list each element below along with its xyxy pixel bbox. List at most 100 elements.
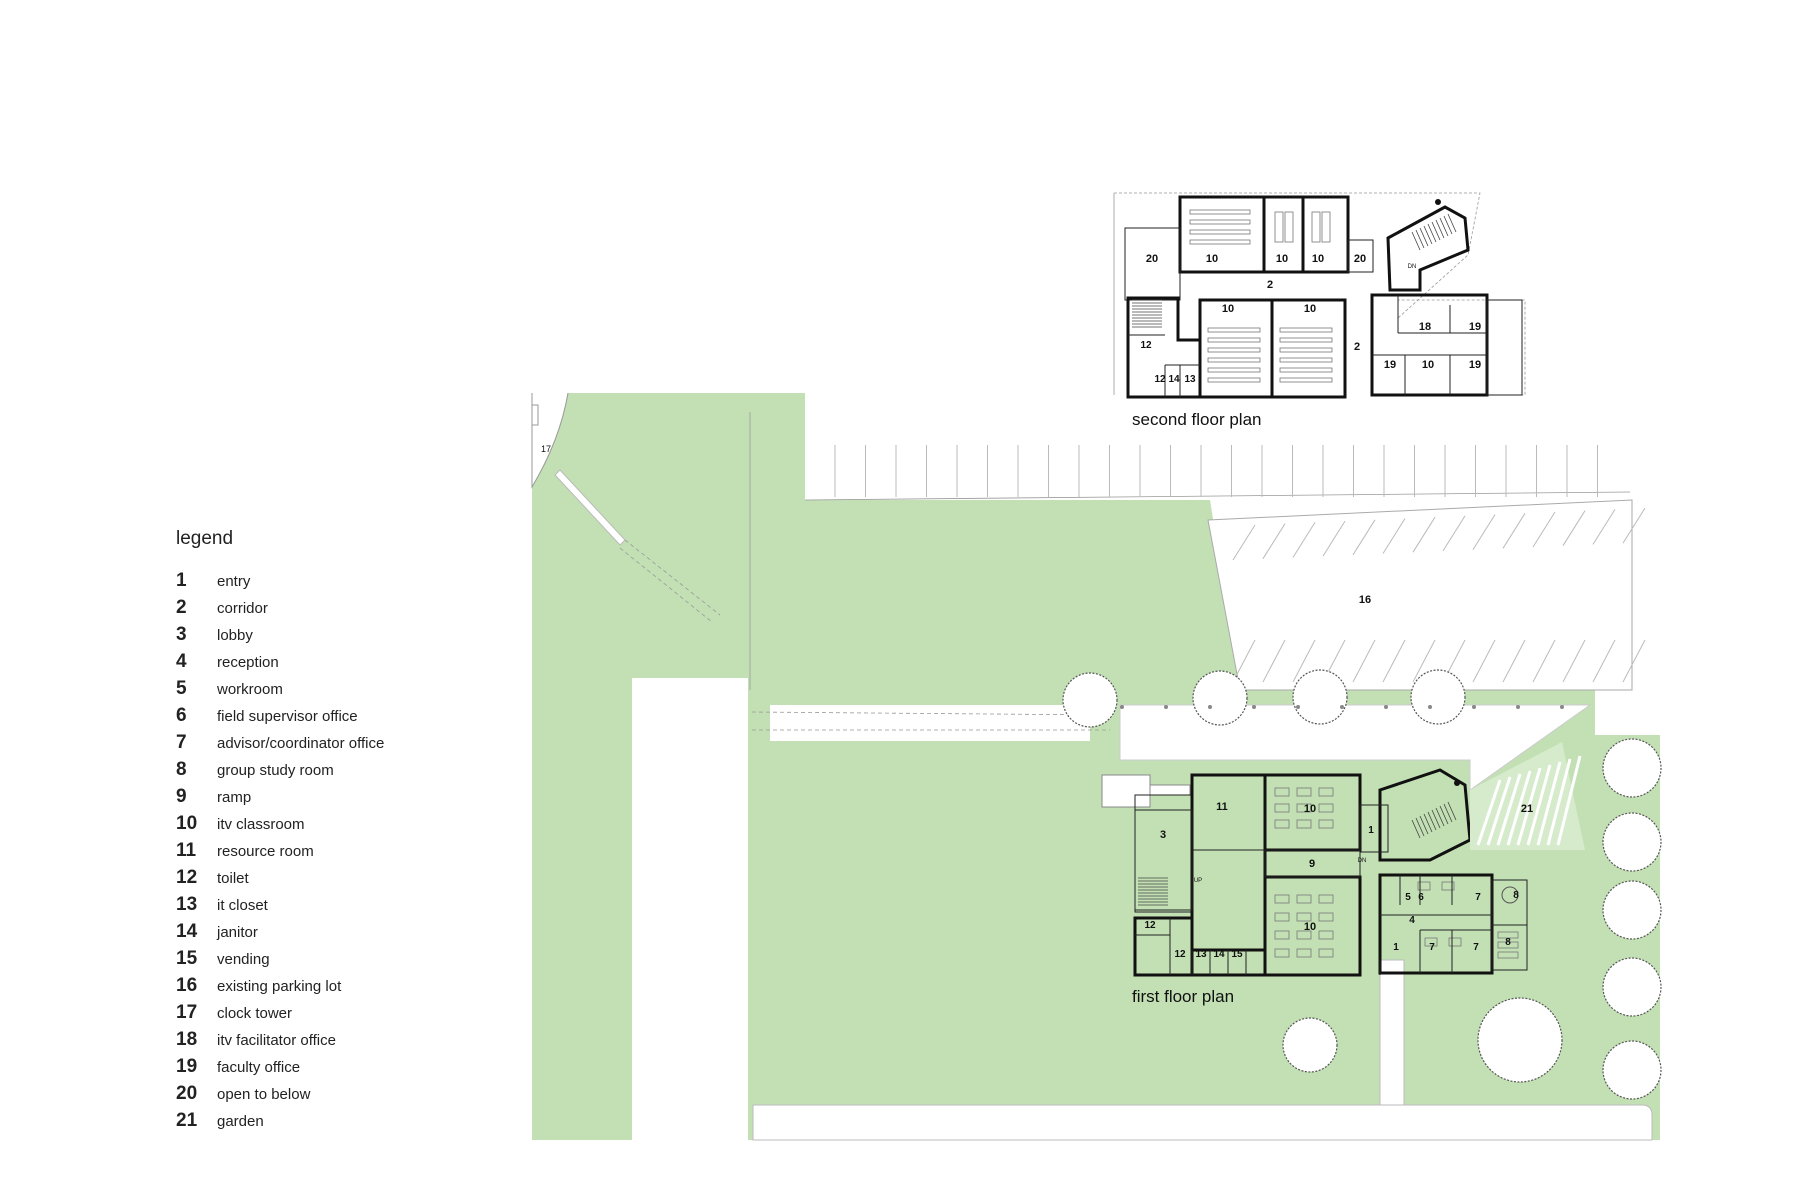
stair-tread xyxy=(1427,223,1437,243)
bollard-icon xyxy=(1472,705,1476,709)
desk xyxy=(1279,327,1333,333)
trees xyxy=(1062,669,1662,1100)
bollard-icon xyxy=(1516,705,1520,709)
legend-item-label: toilet xyxy=(217,870,249,887)
desk xyxy=(1207,347,1261,353)
legend-item-number: 1 xyxy=(176,570,187,591)
ff-room-12-a: 12 xyxy=(1144,920,1156,931)
desk xyxy=(1274,948,1290,958)
paving-east-west-path xyxy=(770,705,1090,741)
tree-icon xyxy=(1292,669,1348,725)
sf-room-12-a: 12 xyxy=(1140,340,1152,351)
legend-item-number: 5 xyxy=(176,678,187,699)
parking-stall-line xyxy=(1352,639,1376,683)
sf-corridor-2-b: 2 xyxy=(1354,341,1360,353)
stair-tread xyxy=(1443,215,1453,235)
ff-room-1-b: 1 xyxy=(1393,942,1399,953)
desk xyxy=(1284,211,1294,243)
desk xyxy=(1318,803,1334,813)
sf-room-10-f: 10 xyxy=(1422,359,1434,371)
legend-item-number: 10 xyxy=(176,813,198,834)
desk xyxy=(1207,357,1261,363)
ff-room-7-b: 7 xyxy=(1429,942,1435,953)
desk xyxy=(1296,948,1312,958)
legend-item-label: itv facilitator office xyxy=(217,1032,336,1049)
parking-stall-line xyxy=(1472,514,1496,550)
sf-room-10-d: 10 xyxy=(1222,303,1234,315)
legend-item-label: it closet xyxy=(217,897,268,914)
first-floor-caption: first floor plan xyxy=(1132,987,1234,1006)
desk xyxy=(1321,211,1331,243)
stair-tread xyxy=(1411,819,1421,839)
parking-stall-line xyxy=(1262,639,1286,683)
desk xyxy=(1497,941,1519,949)
garden-bed xyxy=(1526,764,1552,846)
parking-stall-line xyxy=(1262,523,1286,559)
desk xyxy=(1279,377,1333,383)
stair-tread xyxy=(1431,809,1441,829)
sf-room-12-b: 12 xyxy=(1154,374,1166,385)
ff-room-13: 13 xyxy=(1195,949,1207,960)
parking-stall-line xyxy=(1412,516,1436,553)
parking-stall-line xyxy=(1562,639,1586,683)
desk xyxy=(1207,377,1261,383)
desk xyxy=(1296,894,1312,904)
ff-room-12-b: 12 xyxy=(1174,949,1186,960)
legend-item-number: 13 xyxy=(176,894,198,915)
tree-icon xyxy=(1062,672,1118,728)
legend-item-label: group study room xyxy=(217,762,334,779)
garden-bed xyxy=(1496,773,1522,846)
lawn-main xyxy=(632,500,1595,1140)
desk xyxy=(1318,787,1334,797)
second-floor-caption: second floor plan xyxy=(1132,410,1261,429)
desk xyxy=(1296,803,1312,813)
paving-left-walk xyxy=(632,678,748,1140)
stair-tread xyxy=(1423,813,1433,833)
garden-bed xyxy=(1516,767,1542,846)
garden-bed xyxy=(1556,755,1582,846)
desk xyxy=(1448,937,1462,947)
parking-lot-16: 16 xyxy=(1207,499,1646,691)
clock-tower-label: 17 xyxy=(541,444,551,454)
legend-item-number: 17 xyxy=(176,1002,198,1023)
desk xyxy=(1207,337,1261,343)
desk xyxy=(1274,930,1290,940)
parking-stall-line xyxy=(1382,518,1406,554)
legend-item-label: corridor xyxy=(217,600,268,617)
legend-item-number: 4 xyxy=(176,651,187,672)
parking-stall-line xyxy=(1292,522,1316,558)
stair-tread xyxy=(1439,217,1449,237)
garden-bed xyxy=(1536,761,1562,846)
stair-tread xyxy=(1423,225,1433,245)
paving-plaza xyxy=(1119,704,1592,791)
legend-item-number: 12 xyxy=(176,867,198,888)
legend-item-number: 18 xyxy=(176,1029,198,1050)
parking-stall-line xyxy=(1592,639,1616,683)
sf-room-19-c: 19 xyxy=(1469,359,1481,371)
sf-room-10-c: 10 xyxy=(1312,253,1324,265)
desk xyxy=(1497,931,1519,939)
tree-icon xyxy=(1602,880,1662,940)
bollard-icon xyxy=(1340,705,1344,709)
stair-tread xyxy=(1415,229,1425,249)
desk xyxy=(1189,219,1251,225)
ff-room-15: 15 xyxy=(1231,949,1243,960)
tree-icon xyxy=(1602,738,1662,798)
parking-stall-line xyxy=(1622,639,1646,683)
desk xyxy=(1296,912,1312,922)
paving-south-walk xyxy=(752,1104,1653,1141)
garden-bed xyxy=(1506,770,1532,846)
legend-item-label: resource room xyxy=(217,843,314,860)
stair-tread xyxy=(1411,231,1421,251)
legend-item-label: reception xyxy=(217,654,279,671)
parking-stall-line xyxy=(1232,524,1256,561)
ff-room-10-b: 10 xyxy=(1304,921,1316,933)
